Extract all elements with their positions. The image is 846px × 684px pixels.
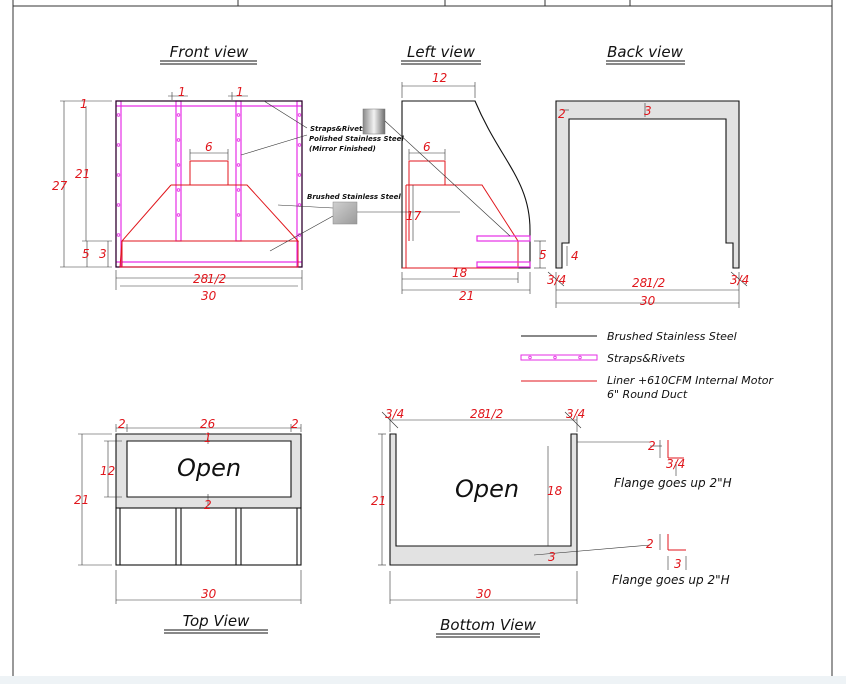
top-view: Open 2 26 2 1 2 12 21 30 Top View xyxy=(74,417,302,634)
dim-flange2-b: 3 xyxy=(674,557,682,571)
dim-front-top-marker: 1 xyxy=(80,97,88,111)
dim-top-overall: 30 xyxy=(201,587,217,601)
dim-front-bottom-band: 5 xyxy=(82,247,90,261)
dim-back-top: 3 xyxy=(644,104,652,118)
dim-bottom-right-frac: 3/4 xyxy=(566,407,585,421)
dim-top-left: 2 xyxy=(118,417,126,431)
back-view: Back view 2 3 4 3/4 28 1/2 3/4 30 xyxy=(547,43,749,308)
dim-front-overall-width: 30 xyxy=(201,289,217,303)
dim-back-width: 28 xyxy=(632,276,648,290)
callout-straps-rivets: Straps&Rivets xyxy=(310,125,366,133)
dim-top-inner-h: 12 xyxy=(100,464,115,478)
dim-front-total-height: 27 xyxy=(52,179,68,193)
flange-note-1: Flange goes up 2"H xyxy=(614,476,732,490)
flange-detail-2: 2 3 Flange goes up 2"H xyxy=(612,534,730,587)
front-liner xyxy=(119,160,300,268)
dim-bottom-overall: 30 xyxy=(476,587,492,601)
dim-back-side: 2 xyxy=(558,107,566,121)
dim-front-bottom-width: 28 xyxy=(193,272,209,286)
dim-back-left-frac: 3/4 xyxy=(547,273,566,287)
callout-mirror: (Mirror Finished) xyxy=(309,145,376,153)
dim-front-top-width: 6 xyxy=(205,140,213,154)
dim-left-top-depth: 12 xyxy=(432,71,447,85)
dim-front-bottom-frac: 1/2 xyxy=(207,272,226,286)
dim-left-duct: 6 xyxy=(423,140,431,154)
bottom-view-title: Bottom View xyxy=(440,616,536,634)
back-view-title: Back view xyxy=(607,43,683,61)
legend-liner-line2: 6" Round Duct xyxy=(607,388,688,401)
top-view-title: Top View xyxy=(183,612,250,630)
dim-bottom-inner-h: 18 xyxy=(547,484,563,498)
dim-left-depth-inner: 18 xyxy=(452,266,468,280)
dim-bottom-width-frac: 1/2 xyxy=(484,407,503,421)
front-view: Front view xyxy=(52,43,404,303)
front-straps xyxy=(115,100,303,268)
polished-swatch xyxy=(362,108,386,135)
dim-bottom-thickness: 3 xyxy=(548,550,556,564)
dim-flange1-a: 2 xyxy=(648,439,656,453)
dim-back-width-frac: 1/2 xyxy=(646,276,665,290)
sheet-frame xyxy=(12,0,833,676)
dim-front-strap-right: 1 xyxy=(236,85,244,99)
left-view: Left view xyxy=(357,43,547,303)
legend-straps-label: Straps&Rivets xyxy=(607,352,685,365)
dim-top-mark-bottom: 2 xyxy=(204,498,212,512)
dim-bottom-left-frac: 3/4 xyxy=(385,407,404,421)
legend-liner-line1: Liner +610CFM Internal Motor xyxy=(607,374,774,387)
dim-left-height: 17 xyxy=(406,209,422,223)
dim-back-leg: 4 xyxy=(571,249,579,263)
dim-flange2-a: 2 xyxy=(646,537,654,551)
dim-top-right: 2 xyxy=(291,417,299,431)
callout-brushed: Brushed Stainless Steel xyxy=(307,193,401,201)
dim-left-band: 5 xyxy=(539,248,547,262)
dim-back-overall: 30 xyxy=(640,294,656,308)
dim-top-total-h: 21 xyxy=(74,493,89,507)
legend-straps-swatch xyxy=(520,354,598,361)
callout-polished: Polished Stainless Steel xyxy=(309,135,404,143)
flange-note-2: Flange goes up 2"H xyxy=(612,573,730,587)
bottom-open-label: Open xyxy=(455,475,519,503)
dim-bottom-width: 28 xyxy=(470,407,486,421)
bottom-status-strip xyxy=(0,676,846,684)
flange-detail-1: 2 3/4 Flange goes up 2"H xyxy=(614,439,732,490)
dim-left-depth-total: 21 xyxy=(459,289,474,303)
legend-brushed-label: Brushed Stainless Steel xyxy=(607,330,737,343)
left-straps xyxy=(476,235,531,268)
brushed-swatch xyxy=(332,201,358,225)
legend: Brushed Stainless Steel Straps&Rivets Li… xyxy=(520,330,774,401)
top-open-label: Open xyxy=(177,454,241,482)
bottom-view: Open 3/4 28 1/2 3/4 21 18 3 30 Bottom Vi… xyxy=(371,407,651,638)
dim-front-strap-left: 1 xyxy=(178,85,186,99)
dim-bottom-height: 21 xyxy=(371,494,386,508)
front-view-title: Front view xyxy=(170,43,249,61)
dim-top-mark-top: 1 xyxy=(204,431,212,445)
left-view-title: Left view xyxy=(407,43,476,61)
dim-top-middle: 26 xyxy=(200,417,216,431)
left-liner xyxy=(402,160,519,269)
dim-flange1-b: 3/4 xyxy=(666,457,685,471)
dim-back-right-frac: 3/4 xyxy=(730,273,749,287)
dim-front-upper-height: 21 xyxy=(75,167,90,181)
dim-front-bottom-inner: 3 xyxy=(99,247,107,261)
